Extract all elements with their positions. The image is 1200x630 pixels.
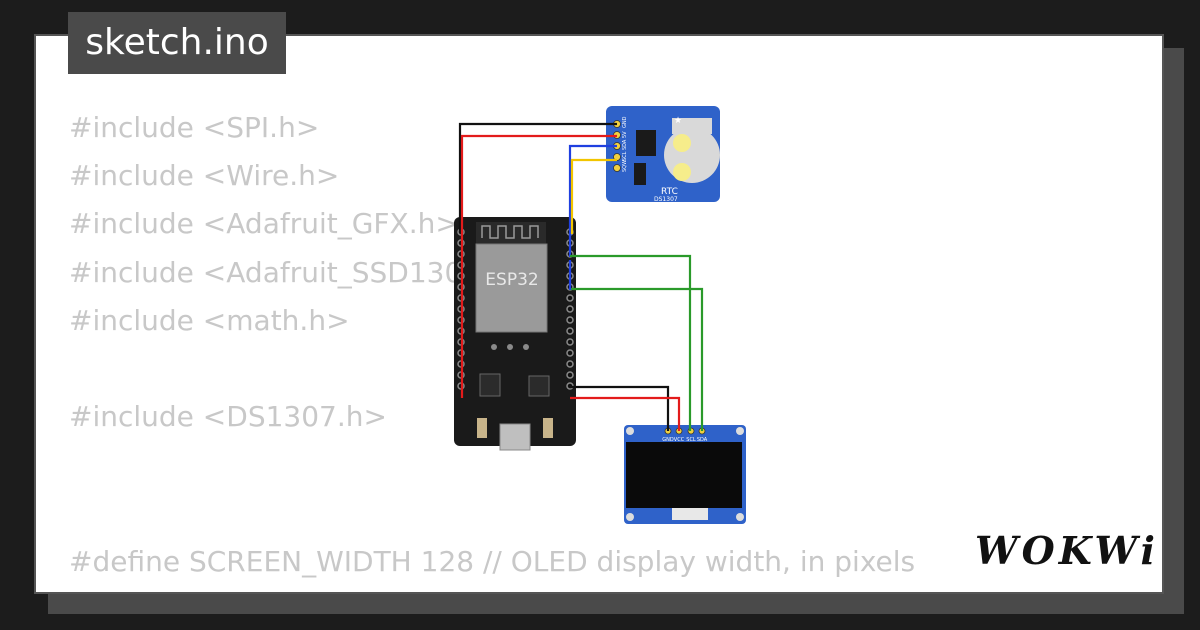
wokwi-logo: WOKWi xyxy=(975,528,1159,573)
esp32-pin[interactable] xyxy=(566,360,574,368)
wire-gnd-rtc[interactable] xyxy=(458,122,617,232)
rtc-pin-label: 5V xyxy=(622,131,628,138)
esp32-board[interactable]: ESP32 xyxy=(454,217,576,451)
oled-display[interactable]: GND VCC SCL SDA xyxy=(624,425,746,524)
rtc-model: DS1307 xyxy=(654,196,678,203)
esp32-pin[interactable] xyxy=(566,338,574,346)
esp32-pin[interactable] xyxy=(566,349,574,357)
rtc-title: RTC xyxy=(661,187,678,197)
rtc-pin-label: SDA xyxy=(622,139,628,150)
rtc-pin-label: GND xyxy=(622,116,628,128)
rtc-module[interactable]: RTC DS1307 ★ GND 5V SDA SCL SQW xyxy=(606,106,720,203)
code-listing: #include <SPI.h> #include <Wire.h> #incl… xyxy=(69,104,921,592)
esp32-pin[interactable] xyxy=(566,305,574,313)
wires xyxy=(458,122,704,431)
code-preview-card: #include <SPI.h> #include <Wire.h> #incl… xyxy=(34,34,1164,594)
oled-pin-label: SCL xyxy=(686,437,696,443)
wire-sda-oled[interactable] xyxy=(570,254,692,431)
code-line: #include <math.h> xyxy=(69,303,350,337)
file-tab[interactable]: sketch.ino xyxy=(68,12,286,74)
rtc-pin-label: SCL xyxy=(622,151,628,161)
wire-gnd-oled[interactable] xyxy=(570,385,670,431)
rtc-pin-sqw[interactable] xyxy=(613,164,621,172)
rtc-pin-label: SQW xyxy=(622,160,628,172)
wire-scl-rtc[interactable] xyxy=(570,158,617,234)
esp32-pin[interactable] xyxy=(566,294,574,302)
oled-pin-label: SDA xyxy=(697,437,708,443)
wire-sda-rtc[interactable] xyxy=(568,144,617,257)
esp32-pin[interactable] xyxy=(566,327,574,335)
esp32-pin[interactable] xyxy=(566,316,574,324)
code-line: #include <SPI.h> xyxy=(69,111,320,144)
oled-pin-label: GND xyxy=(662,437,674,443)
code-line: #include <Wire.h> xyxy=(69,159,340,193)
star-icon: ★ xyxy=(674,115,682,125)
wire-scl-oled[interactable] xyxy=(570,287,704,431)
esp32-pin[interactable] xyxy=(566,371,574,379)
esp32-chip-label: ESP32 xyxy=(485,270,538,290)
code-line: #include <DS1307.h> xyxy=(69,400,387,434)
oled-pin-label: VCC xyxy=(674,437,685,443)
wire-5v-rtc[interactable] xyxy=(460,134,617,398)
wire-vcc-oled[interactable] xyxy=(570,396,681,431)
code-line: #define SCREEN_WIDTH 128 // OLED display… xyxy=(69,544,916,578)
code-line: #include <Adafruit_GFX.h> xyxy=(69,207,459,241)
